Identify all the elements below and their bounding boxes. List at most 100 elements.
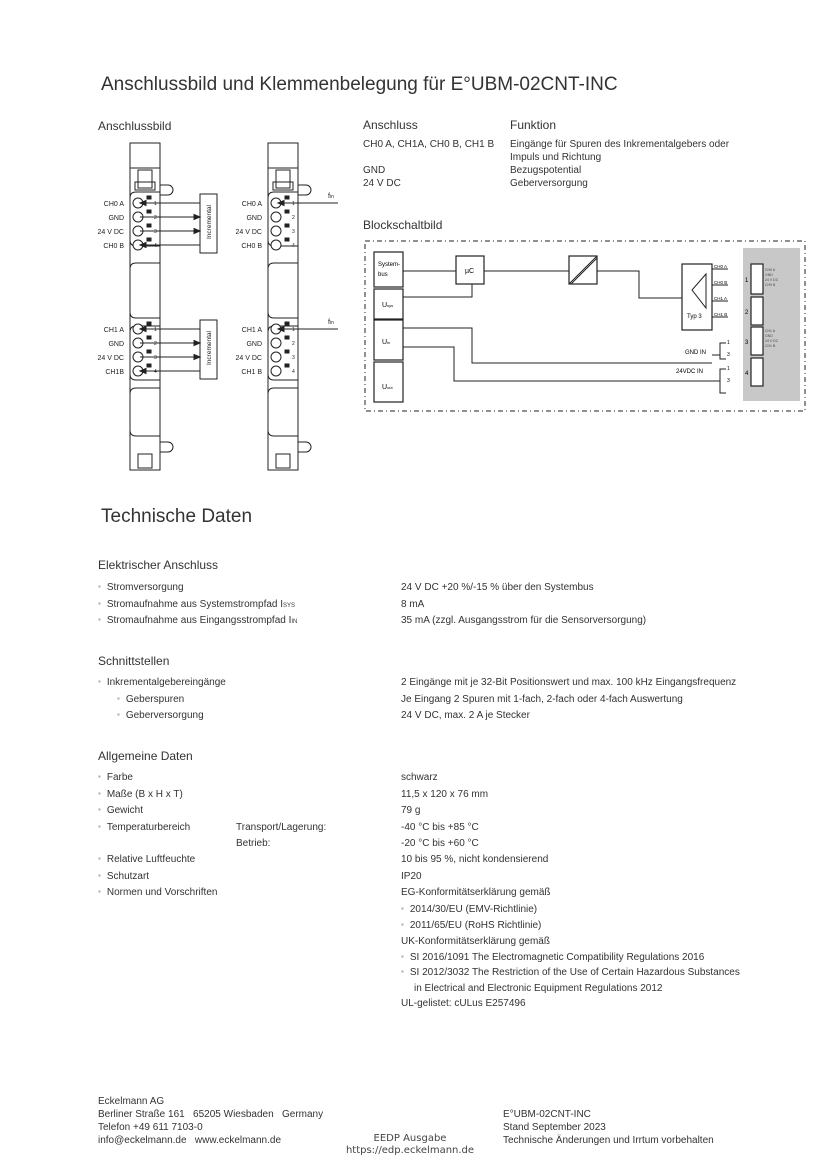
incremental-encoder-box [199, 319, 218, 380]
norm-item: SI 2016/1091 The Electromagnetic Compati… [401, 952, 704, 963]
spec-label: Schutzart [98, 871, 149, 882]
systembus-block [373, 251, 404, 288]
pin-row-a: CH0 A, CH1A, CH0 B, CH1 B [363, 139, 495, 150]
edp-link[interactable]: https://edp.eckelmann.de [345, 1145, 475, 1156]
output-label: CH0 A [714, 264, 727, 269]
systembus-label2: bus [378, 272, 388, 278]
terminal-port [270, 211, 282, 223]
terminal-label: 24 V DC [236, 229, 262, 236]
pin-label: 3 [727, 378, 730, 384]
spec-value: -20 °C bis +60 °C [401, 838, 479, 849]
col-funktion: Funktion [510, 118, 557, 132]
terminal-label: CH0 B [103, 243, 124, 250]
pin-number: 1 [292, 201, 295, 207]
led-indicator [146, 321, 152, 326]
spec-value: Je Eingang 2 Spuren mit 1-fach, 2-fach o… [401, 694, 683, 705]
pin-row-a: GND [363, 165, 386, 176]
spec-value: 8 mA [401, 599, 425, 610]
led-indicator [146, 223, 152, 228]
spec-value: 24 V DC, max. 2 A je Stecker [401, 710, 530, 721]
slot-label: GND [765, 334, 773, 338]
typ-label: Typ 3 [687, 314, 702, 320]
tech-title: Technische Daten [101, 506, 253, 527]
vdc-in-label: 24VDC IN [676, 369, 703, 375]
slot-number: 1 [745, 278, 749, 284]
terminal-label: 24 V DC [98, 355, 124, 362]
encoder-label: Incremental [206, 204, 213, 239]
led-indicator [284, 363, 290, 368]
pin-number: 4 [292, 369, 295, 375]
pin-label: 1 [727, 366, 730, 372]
spec-value: 2 Eingänge mit je 32-Bit Positionswert u… [401, 677, 737, 688]
terminal-label: CH0 B [241, 243, 262, 250]
spec-label: Geberspuren [117, 694, 184, 705]
uout-label: Uout [382, 384, 394, 391]
slot-label: 24 V DC [765, 278, 779, 282]
led-indicator [146, 335, 152, 340]
spec-label: Stromversorgung [98, 582, 184, 593]
spec-value: 79 g [401, 805, 421, 816]
terminal-module [129, 142, 218, 471]
spec-value: schwarz [401, 772, 438, 783]
led-indicator [146, 209, 152, 214]
norm-item: SI 2012/3032 The Restriction of the Use … [401, 967, 740, 978]
terminal-port [270, 225, 282, 237]
terminal-label: 24 V DC [236, 355, 262, 362]
slot-label: CH0 A [765, 268, 776, 272]
output-label: CH0 B [714, 280, 727, 285]
spec-label: Stromaufnahme aus Eingangsstrompfad IIN [98, 615, 298, 626]
pin-number: 4 [292, 243, 295, 249]
slot-label: CH0 B [765, 283, 776, 287]
pin-row-a: 24 V DC [363, 178, 401, 189]
terminal-label: GND [246, 341, 262, 348]
terminal-label: CH0 A [104, 201, 125, 208]
encoder-label: Incremental [206, 330, 213, 365]
uc-label: µC [465, 268, 474, 275]
pin-number: 3 [154, 229, 157, 235]
terminal-label: GND [108, 215, 124, 222]
slot-4 [750, 357, 764, 387]
uin-label: Uin [382, 339, 390, 346]
led-indicator [284, 321, 290, 326]
pin-number: 4 [154, 369, 157, 375]
spec-value: 35 mA (zzgl. Ausgangsstrom für die Senso… [401, 615, 647, 626]
spec-label: Relative Luftfeuchte [98, 854, 195, 865]
led-indicator [284, 335, 290, 340]
uin-block [373, 319, 404, 361]
terminal-label: GND [108, 341, 124, 348]
led-indicator [146, 349, 152, 354]
pin-row-f: Eingänge für Spuren des Inkrementalgeber… [510, 139, 730, 150]
pin-number: 1 [292, 327, 295, 333]
spec-value: in Electrical and Electronic Equipment R… [414, 983, 663, 994]
norm-item: 2014/30/EU (EMV-Richtlinie) [401, 904, 537, 915]
blockschaltbild-heading: Blockschaltbild [363, 218, 443, 232]
pin-number: 3 [292, 355, 295, 361]
terminal-port [270, 365, 282, 377]
systembus-label: System- [378, 262, 400, 268]
pin-number: 3 [292, 229, 295, 235]
norm-item: 2011/65/EU (RoHS Richtlinie) [401, 920, 542, 931]
output-label: CH1 B [714, 312, 727, 317]
led-indicator [146, 237, 152, 242]
pin-number: 2 [292, 215, 295, 221]
module-border [364, 240, 806, 412]
spec-label: Maße (B x H x T) [98, 789, 183, 800]
spec-label: Gewicht [98, 805, 143, 816]
spec-sublabel: Transport/Lagerung: [236, 822, 327, 833]
spec-value: 10 bis 95 %, nicht kondensierend [401, 854, 549, 865]
slot-number: 4 [745, 371, 749, 377]
led-indicator [146, 363, 152, 368]
spec-value: IP20 [401, 871, 422, 882]
spec-value: UK-Konformitätserklärung gemäß [401, 936, 550, 947]
pin-label: 1 [727, 340, 730, 346]
led-indicator [146, 195, 152, 200]
pin-number: 1 [154, 201, 157, 207]
led-indicator [284, 195, 290, 200]
pin-row-f: Impuls und Richtung [510, 152, 602, 163]
slot-number: 3 [745, 340, 749, 346]
spec-value: EG-Konformitätserklärung gemäß [401, 887, 551, 898]
usys-label: Usys [382, 302, 393, 309]
